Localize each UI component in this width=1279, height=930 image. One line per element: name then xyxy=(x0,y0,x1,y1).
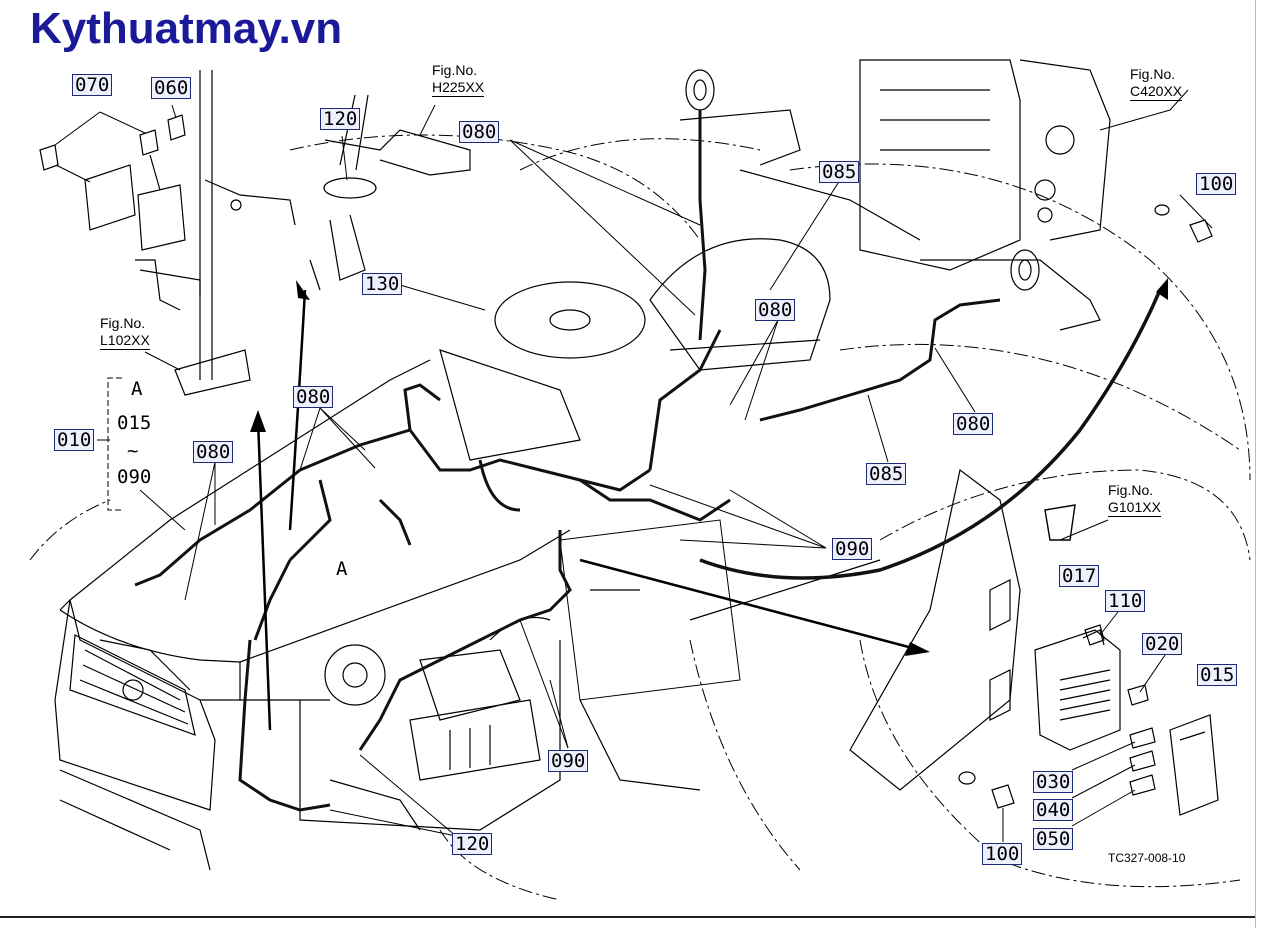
bolts-and-washers xyxy=(958,204,1213,809)
assembly-arrows xyxy=(256,289,921,731)
steps-stanchion xyxy=(135,70,471,396)
callout-090[interactable]: 090 xyxy=(548,750,589,772)
callout-040[interactable]: 040 xyxy=(1033,799,1074,821)
viewer-bottom-edge xyxy=(0,916,1255,930)
callout-110[interactable]: 110 xyxy=(1105,590,1146,612)
rear-transmission xyxy=(679,59,1111,331)
callout-120[interactable]: 120 xyxy=(320,108,361,130)
callout-017[interactable]: 017 xyxy=(1059,565,1100,587)
leader-lines xyxy=(54,89,1213,842)
viewer-right-edge xyxy=(1255,0,1279,928)
callout-100[interactable]: 100 xyxy=(1196,173,1237,195)
callout-085[interactable]: 085 xyxy=(819,161,860,183)
fender-panel xyxy=(849,468,1076,791)
callout-070[interactable]: 070 xyxy=(72,74,113,96)
callout-100[interactable]: 100 xyxy=(982,843,1023,865)
callout-080[interactable]: 080 xyxy=(193,441,234,463)
callout-090[interactable]: 090 xyxy=(832,538,873,560)
callout-080[interactable]: 080 xyxy=(953,413,994,435)
callout-085[interactable]: 085 xyxy=(866,463,907,485)
callout-120[interactable]: 120 xyxy=(452,833,493,855)
callout-080[interactable]: 080 xyxy=(755,299,796,321)
callout-010[interactable]: 010 xyxy=(54,429,95,451)
callout-080[interactable]: 080 xyxy=(293,386,334,408)
dashdot-outlines xyxy=(29,134,1251,901)
drawing-code: TC327-008-10 xyxy=(1108,851,1186,865)
wiring-harness xyxy=(134,110,1162,812)
variant-label-tilde: ~ xyxy=(127,440,139,462)
fuse-holders xyxy=(39,114,186,251)
fig-ref-c420: Fig.No. C420XX xyxy=(1130,66,1183,101)
callout-080[interactable]: 080 xyxy=(459,121,500,143)
variant-label-from: 015 xyxy=(117,412,152,434)
callout-015[interactable]: 015 xyxy=(1197,664,1238,686)
fuse-box-assembly xyxy=(1034,629,1219,816)
engine-block xyxy=(299,616,561,831)
callout-020[interactable]: 020 xyxy=(1142,633,1183,655)
callout-030[interactable]: 030 xyxy=(1033,771,1074,793)
callout-060[interactable]: 060 xyxy=(151,77,192,99)
operator-station xyxy=(439,238,881,791)
fig-ref-h225: Fig.No. H225XX xyxy=(432,62,485,97)
rear-lights xyxy=(685,69,1040,291)
fig-ref-l102: Fig.No. L102XX xyxy=(100,315,150,350)
arrow-heads xyxy=(250,278,1168,656)
site-watermark: Kythuatmay.vn xyxy=(30,4,343,53)
callout-130[interactable]: 130 xyxy=(362,273,403,295)
callout-050[interactable]: 050 xyxy=(1033,828,1074,850)
variant-bracket-line xyxy=(107,377,122,511)
variant-label-top: A xyxy=(131,378,143,400)
hood-outline xyxy=(54,359,571,871)
point-label-a: A xyxy=(336,558,348,580)
variant-label-to: 090 xyxy=(117,466,152,488)
fig-ref-g101: Fig.No. G101XX xyxy=(1108,482,1161,517)
